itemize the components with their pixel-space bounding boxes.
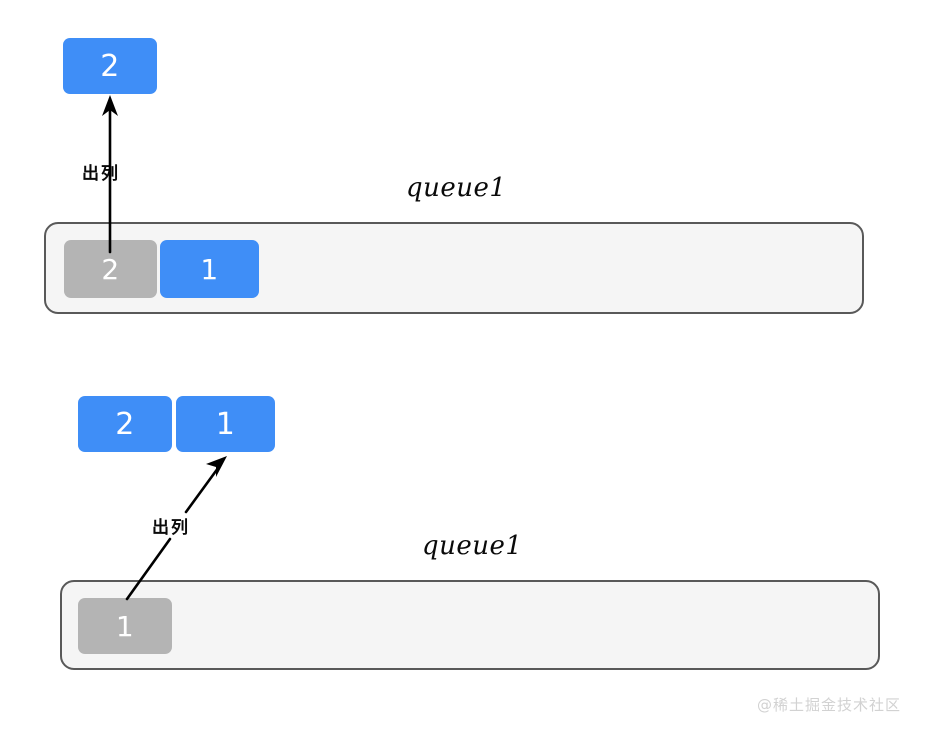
queue-item-step2-0: 1	[78, 598, 172, 654]
output-card-step2-1: 1	[176, 396, 275, 452]
queue-item-step1-1: 1	[160, 240, 259, 298]
watermark: @稀土掘金技术社区	[757, 696, 902, 714]
queue-name-label-step1: queue1	[406, 173, 507, 203]
output-card-step1-0: 2	[63, 38, 157, 94]
output-card-step2-0: 2	[78, 396, 172, 452]
dequeue-arrow-step2	[184, 456, 227, 514]
queue-container-step2	[60, 580, 880, 670]
dequeue-label-step2: 出列	[152, 518, 190, 538]
queue-item-step1-0: 2	[64, 240, 157, 298]
queue-name-label-step2: queue1	[422, 531, 523, 561]
dequeue-label-step1: 出列	[82, 164, 120, 184]
